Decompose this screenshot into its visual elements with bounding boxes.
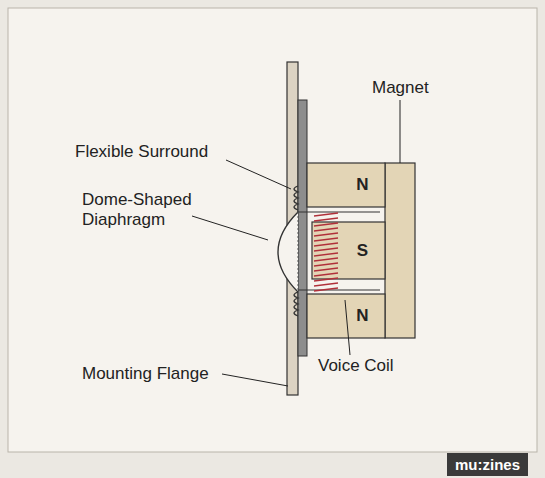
part-label: Magnet xyxy=(372,78,429,98)
leader-line xyxy=(226,160,291,189)
coil-winding xyxy=(314,273,338,276)
surround xyxy=(294,292,298,316)
voice-coil xyxy=(314,213,338,291)
part-label: Voice Coil xyxy=(318,356,394,376)
coil-winding xyxy=(314,243,338,246)
leader-line xyxy=(400,100,401,163)
panel xyxy=(8,8,537,452)
pole-plate xyxy=(307,163,385,207)
coil-winding xyxy=(314,288,338,291)
coil-winding xyxy=(314,258,338,261)
magnet-pole: S xyxy=(340,222,385,279)
dome xyxy=(278,212,298,292)
leader-line xyxy=(222,374,288,386)
coil-winding xyxy=(314,238,338,241)
coil-winding xyxy=(314,253,338,256)
magnet-pole: N xyxy=(340,294,385,338)
coil-winding xyxy=(314,283,338,286)
coil-winding xyxy=(314,228,338,231)
coil-winding xyxy=(314,268,338,271)
coil-former xyxy=(298,289,380,290)
gasket xyxy=(298,100,307,356)
leader-line xyxy=(192,216,268,240)
coil-winding xyxy=(314,213,338,216)
pole-letter: S xyxy=(357,241,368,261)
watermark: mu:zines xyxy=(447,453,528,476)
coil-winding xyxy=(314,218,338,221)
centre-pole xyxy=(312,222,385,279)
pole-letter: N xyxy=(356,175,368,195)
surround xyxy=(294,186,298,210)
coil-winding xyxy=(314,233,338,236)
coil-winding xyxy=(314,278,338,281)
coil-winding xyxy=(314,248,338,251)
magnet-back xyxy=(385,163,415,338)
magnet-pole: N xyxy=(340,163,385,207)
coil-former xyxy=(298,211,380,212)
coil-winding xyxy=(314,223,338,226)
leader-line xyxy=(345,300,350,355)
coil-winding xyxy=(314,263,338,266)
dome-edge xyxy=(298,212,299,292)
part-label: Dome-Shaped Diaphragm xyxy=(82,190,192,230)
part-label: Flexible Surround xyxy=(75,142,208,162)
pole-letter: N xyxy=(356,306,368,326)
part-label: Mounting Flange xyxy=(82,364,209,384)
